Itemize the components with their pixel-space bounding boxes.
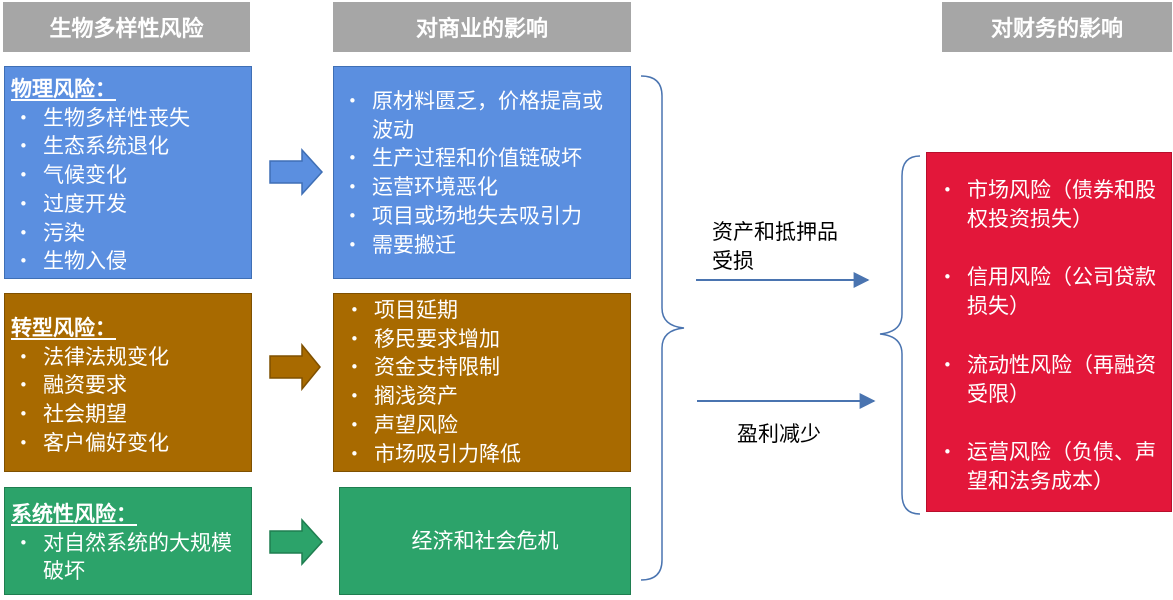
- transition-risk-box: 转型风险： 法律法规变化 融资要求 社会期望 客户偏好变化: [4, 293, 252, 472]
- list-item: 运营风险（负债、声望和法务成本）: [935, 438, 1163, 495]
- list-item: 信用风险（公司贷款损失）: [935, 263, 1163, 320]
- list-item: 过度开发: [11, 190, 245, 219]
- list-item: 融资要求: [11, 371, 245, 400]
- finance-impact-box: 市场风险（债券和股权投资损失） 信用风险（公司贷款损失） 流动性风险（再融资受限…: [926, 152, 1172, 512]
- list-item: 声望风险: [342, 411, 622, 440]
- list-item: 市场风险（债券和股权投资损失）: [935, 176, 1163, 233]
- block-arrow-transition: [269, 342, 321, 392]
- block-arrow-systemic: [269, 518, 324, 566]
- list-item: 生物入侵: [11, 247, 245, 276]
- list-item: 需要搬迁: [340, 231, 622, 260]
- list-item: 市场吸引力降低: [342, 440, 622, 469]
- transition-risk-list: 法律法规变化 融资要求 社会期望 客户偏好变化: [11, 343, 245, 458]
- list-item: 运营环境恶化: [340, 173, 622, 202]
- business-systemic-box: 经济和社会危机: [339, 487, 631, 595]
- business-physical-box: 原材料匮乏，价格提高或波动 生产过程和价值链破坏 运营环境恶化 项目或场地失去吸…: [333, 66, 631, 279]
- list-item: 原材料匮乏，价格提高或波动: [340, 87, 622, 144]
- header-risk: 生物多样性风险: [3, 2, 250, 52]
- list-item: 气候变化: [11, 161, 245, 190]
- list-item: 搁浅资产: [342, 382, 622, 411]
- systemic-risk-box: 系统性风险： 对自然系统的大规模破坏: [4, 487, 252, 595]
- profit-decrease-label: 盈利减少: [737, 422, 821, 446]
- business-brace: [640, 75, 685, 581]
- physical-risk-title: 物理风险：: [11, 77, 116, 101]
- finance-brace: [879, 155, 921, 515]
- header-business-impact: 对商业的影响: [333, 2, 631, 52]
- block-arrow-physical: [269, 148, 324, 196]
- list-item: 流动性风险（再融资受限）: [935, 351, 1163, 408]
- business-physical-list: 原材料匮乏，价格提高或波动 生产过程和价值链破坏 运营环境恶化 项目或场地失去吸…: [340, 87, 622, 259]
- list-item: 项目或场地失去吸引力: [340, 202, 622, 231]
- list-item: 生产过程和价值链破坏: [340, 144, 622, 173]
- physical-risk-box: 物理风险： 生物多样性丧失 生态系统退化 气候变化 过度开发 污染 生物入侵: [4, 66, 252, 279]
- list-item: 资金支持限制: [342, 353, 622, 382]
- finance-impact-list: 市场风险（债券和股权投资损失） 信用风险（公司贷款损失） 流动性风险（再融资受限…: [935, 176, 1163, 496]
- systemic-risk-title: 系统性风险：: [11, 502, 137, 526]
- header-finance-impact: 对财务的影响: [942, 2, 1172, 52]
- business-systemic-text: 经济和社会危机: [411, 528, 559, 553]
- list-item: 生物多样性丧失: [11, 104, 245, 133]
- transition-risk-title: 转型风险：: [11, 316, 116, 340]
- list-item: 污染: [11, 219, 245, 248]
- list-item: 客户偏好变化: [11, 429, 245, 458]
- systemic-risk-list: 对自然系统的大规模破坏: [11, 529, 245, 586]
- list-item: 社会期望: [11, 400, 245, 429]
- list-item: 对自然系统的大规模破坏: [11, 529, 245, 586]
- list-item: 生态系统退化: [11, 132, 245, 161]
- list-item: 移民要求增加: [342, 325, 622, 354]
- list-item: 项目延期: [342, 296, 622, 325]
- assets-damage-label: 资产和抵押品受损: [712, 220, 838, 273]
- list-item: 法律法规变化: [11, 343, 245, 372]
- business-transition-list: 项目延期 移民要求增加 资金支持限制 搁浅资产 声望风险 市场吸引力降低: [342, 296, 622, 468]
- business-transition-box: 项目延期 移民要求增加 资金支持限制 搁浅资产 声望风险 市场吸引力降低: [333, 293, 631, 472]
- physical-risk-list: 生物多样性丧失 生态系统退化 气候变化 过度开发 污染 生物入侵: [11, 104, 245, 276]
